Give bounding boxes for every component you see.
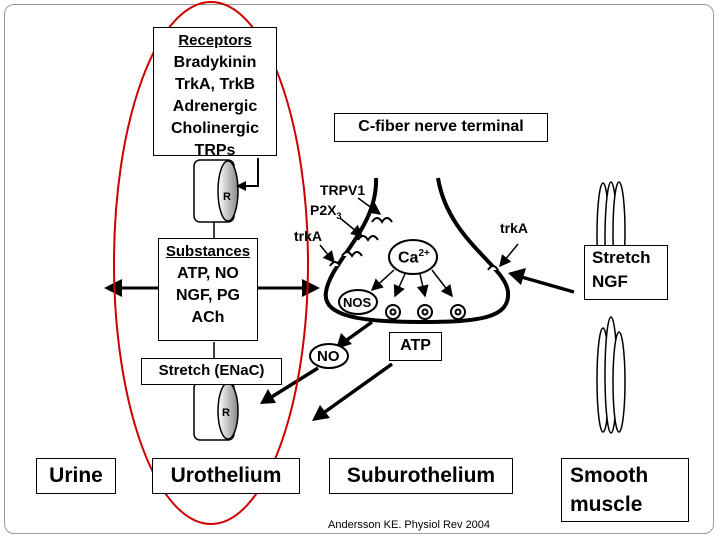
nos-label: NOS [343, 295, 372, 310]
region-smooth-muscle-line: muscle [570, 493, 643, 516]
receptor-item: TRPs [194, 142, 236, 159]
no-to-r-arrow-head [260, 389, 276, 404]
substance-item: ACh [191, 309, 225, 326]
atp-arrow-head [312, 405, 330, 421]
nos-to-no-arrow-head [336, 333, 352, 349]
receptor-item: TrkA, TrkB [174, 76, 256, 93]
citation: Andersson KE. Physiol Rev 2004 [328, 519, 491, 531]
region-urothelium: Urothelium [152, 458, 300, 494]
ca-ellipse [388, 239, 438, 275]
nerve-terminal [323, 177, 511, 325]
receptors-box: Receptors Bradykinin TrkA, TrkB Adrenerg… [153, 27, 277, 159]
double-arrow-left-head [104, 279, 122, 297]
membrane-receptors [329, 217, 499, 271]
nos-to-no-arrow [342, 320, 374, 344]
stretch-enac-box: Stretch (ENaC) [141, 358, 282, 385]
region-urine: Urine [36, 458, 116, 494]
region-suburothelium-label: Suburothelium [346, 464, 496, 487]
region-urothelium-label: Urothelium [170, 464, 282, 487]
double-arrow-right-head [302, 279, 320, 297]
trka-right-label: trkA [500, 220, 529, 236]
atp-arrow [320, 362, 394, 416]
region-smooth-muscle: Smooth muscle [561, 458, 689, 522]
receptor-cylinder-top [193, 159, 239, 223]
substance-item: NGF, PG [175, 287, 240, 304]
smooth-muscle-cells [596, 181, 626, 434]
receptor-r-top: R [223, 191, 231, 203]
atp-label: ATP [400, 337, 431, 354]
stretch-arrow [517, 274, 575, 294]
substances-header: Substances [165, 243, 251, 260]
stretch-enac-label: Stretch (ENaC) [158, 362, 265, 379]
urothelium-highlight [113, 1, 309, 525]
stretch-ngf-box: Stretch NGF [584, 245, 668, 300]
ca-label: Ca2+ [398, 248, 430, 267]
receptor-cylinder-bottom [193, 381, 239, 441]
trpv1-label: TRPV1 [320, 182, 366, 198]
ca-base: Ca [398, 249, 419, 267]
region-urine-label: Urine [49, 464, 103, 487]
c-fiber-label: C-fiber nerve terminal [358, 118, 524, 135]
stretch-ngf-line: Stretch [592, 248, 651, 267]
slide-frame [4, 4, 714, 534]
receptor-item: Cholinergic [170, 120, 259, 137]
p2x3-sub: 3 [336, 210, 342, 221]
trka-left-label: trkA [294, 228, 323, 244]
no-to-r-arrow [269, 366, 319, 400]
receptor-r-bottom: R [222, 407, 230, 419]
p2x3-label: P2X3 [310, 202, 341, 221]
ca-sup: 2+ [418, 248, 430, 259]
stretch-ngf-line: NGF [592, 272, 628, 291]
atp-box: ATP [389, 332, 442, 361]
nos-ellipse [338, 289, 378, 315]
region-smooth-muscle-line: Smooth [570, 464, 649, 487]
substances-box: Substances ATP, NO NGF, PG ACh [158, 238, 258, 341]
substance-item: ATP, NO [177, 265, 239, 282]
receptors-header: Receptors [178, 32, 252, 49]
vesicles [385, 304, 466, 320]
c-fiber-box: C-fiber nerve terminal [334, 113, 548, 142]
stretch-arrow-head [508, 268, 526, 285]
no-label: NO [317, 348, 340, 365]
receptor-item: Adrenergic [172, 98, 258, 115]
receptor-arrow [236, 158, 259, 191]
no-ellipse [309, 343, 349, 369]
ca-arrows [370, 269, 453, 298]
region-suburothelium: Suburothelium [329, 458, 513, 494]
p2x3-base: P2X [310, 202, 337, 218]
receptor-item: Bradykinin [173, 54, 257, 71]
label-arrows [319, 197, 519, 268]
